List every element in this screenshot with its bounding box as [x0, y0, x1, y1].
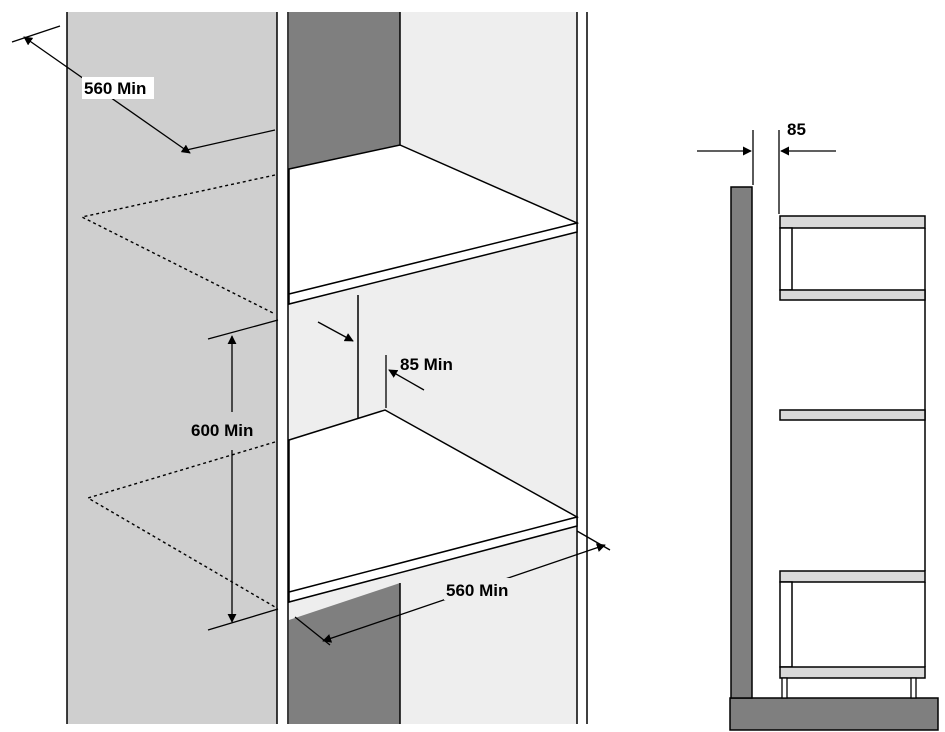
shelf-5: [779, 666, 926, 679]
bottom-width-label-bg: [444, 578, 516, 600]
shelf-2: [779, 289, 926, 301]
foot-left: [781, 677, 788, 699]
floor-base: [729, 697, 939, 731]
height-label: 600 Min: [191, 421, 253, 440]
back-gap-arrow-outer: [317, 321, 354, 342]
back-gap-label: 85 Min: [400, 355, 453, 374]
shelf-3: [779, 409, 926, 421]
top-shelf-front-edge: [288, 222, 578, 305]
back-wall-upper: [289, 12, 400, 169]
left-side-panel: [67, 12, 277, 724]
cabinet-perspective: 560 Min 85 Min 600 Min 560 Min: [11, 12, 611, 724]
frame-upper-post: [779, 227, 793, 291]
side-gap-label: 85: [787, 120, 806, 139]
foot-right: [910, 677, 917, 699]
bottom-width-extension-right: [576, 530, 611, 551]
back-gap-arrow-inner: [388, 369, 425, 391]
wall-upright: [730, 186, 753, 699]
side-elevation: 85: [697, 120, 939, 731]
top-width-label: 560 Min: [84, 79, 146, 98]
top-width-extension-right: [181, 129, 276, 152]
height-extension-top: [207, 319, 279, 340]
bottom-width-label: 560 Min: [446, 581, 508, 600]
shelf-4: [779, 570, 926, 583]
shelf-1: [779, 215, 926, 229]
top-width-extension-left: [11, 25, 61, 43]
frame-lower-post: [779, 581, 793, 668]
height-extension-bottom: [207, 608, 279, 631]
top-width-label-bg: [82, 77, 154, 99]
